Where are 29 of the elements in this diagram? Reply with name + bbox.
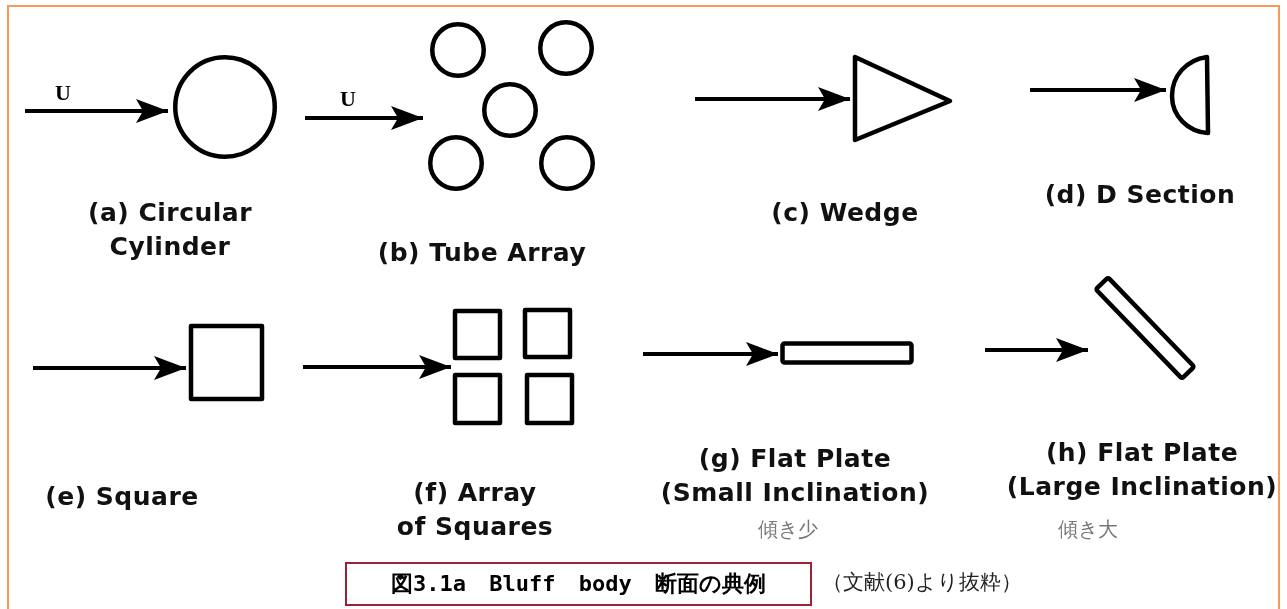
flow-arrow xyxy=(305,106,423,130)
shape-caption: (e) Square xyxy=(44,481,200,513)
flow-arrow xyxy=(1030,78,1166,102)
tube-array-drawing xyxy=(425,18,597,194)
flow-arrow xyxy=(695,87,850,111)
shape-caption: (b) Tube Array xyxy=(376,237,588,269)
wedge-shape xyxy=(852,54,953,144)
shape-caption: (f) Array of Squares xyxy=(395,477,555,543)
flow-arrow xyxy=(985,338,1088,362)
square-array-drawing xyxy=(453,308,574,425)
edge-label: U xyxy=(340,88,356,110)
shape-caption: (g) Flat Plate (Small Inclination) xyxy=(659,443,931,509)
shape-caption: (c) Wedge xyxy=(770,197,920,229)
d-section-shape xyxy=(1168,54,1211,136)
shape-caption: (a) Circular Cylinder xyxy=(86,197,254,263)
flow-arrow xyxy=(303,355,451,379)
square-shape xyxy=(188,323,265,402)
flow-arrow xyxy=(25,99,168,123)
flow-arrow xyxy=(643,342,778,366)
source-note: （文献(6)より抜粋） xyxy=(822,569,1022,596)
edge-label: U xyxy=(55,82,71,104)
caption-note: 傾き大 xyxy=(1058,516,1118,543)
shape-caption: (h) Flat Plate (Large Inclination) xyxy=(1005,437,1279,503)
caption-note: 傾き少 xyxy=(758,516,818,543)
circle-shape xyxy=(170,52,280,162)
flow-arrow xyxy=(33,356,186,380)
flat-plate-shape xyxy=(780,341,915,366)
shape-caption: (d) D Section xyxy=(1043,179,1237,211)
figure-caption: 図3.1a Bluff body 断面の典例 xyxy=(345,562,812,606)
